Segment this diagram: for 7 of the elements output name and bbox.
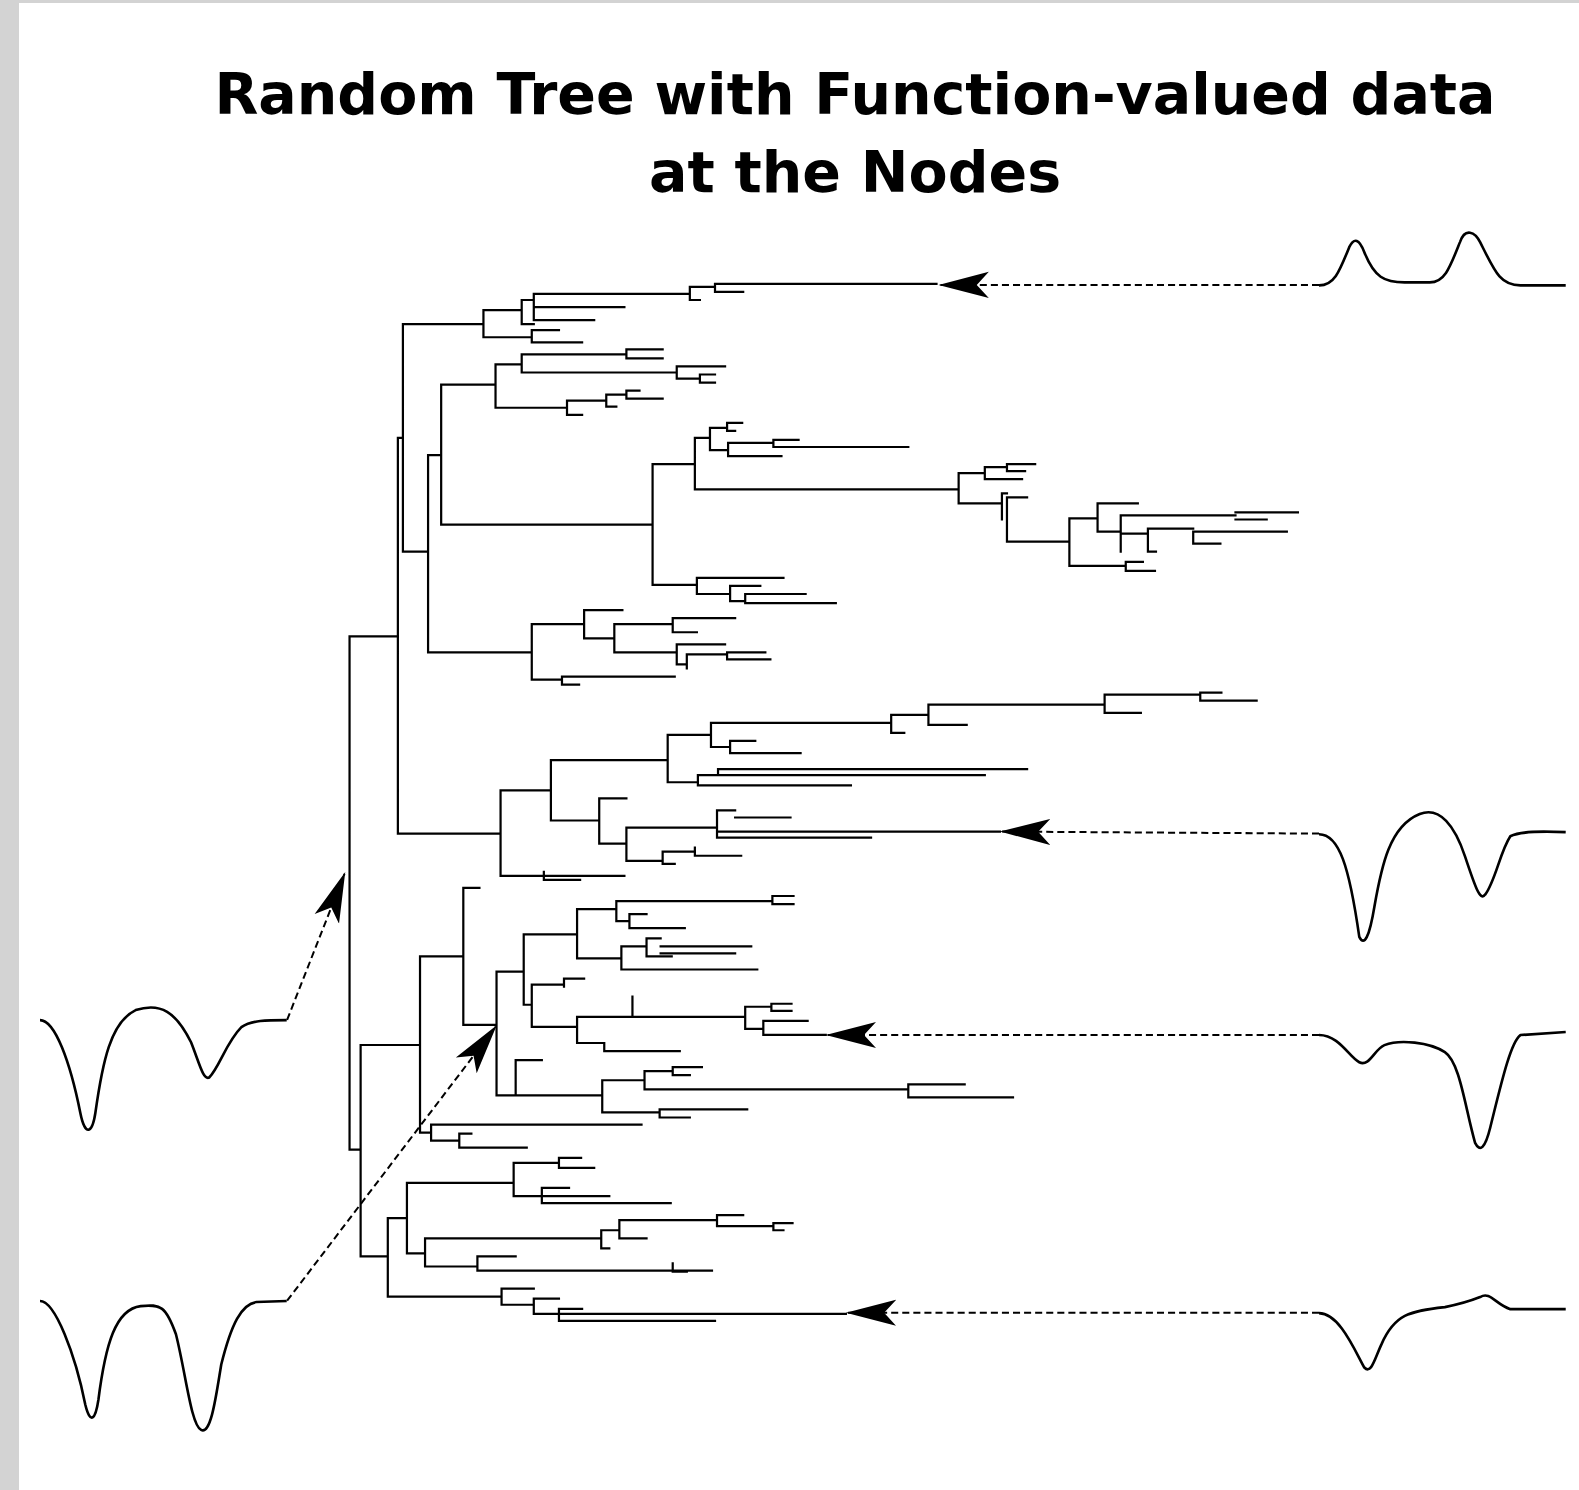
dashed-arrow <box>286 872 346 1021</box>
title: Random Tree with Function-valued data at the Nodes <box>213 60 1497 207</box>
dashed-arrow <box>938 271 1320 298</box>
dashed-arrow <box>845 1299 1320 1326</box>
dashed-arrow <box>999 818 1320 845</box>
dashed-arrow <box>286 1025 497 1302</box>
dashed-arrow <box>825 1021 1320 1049</box>
